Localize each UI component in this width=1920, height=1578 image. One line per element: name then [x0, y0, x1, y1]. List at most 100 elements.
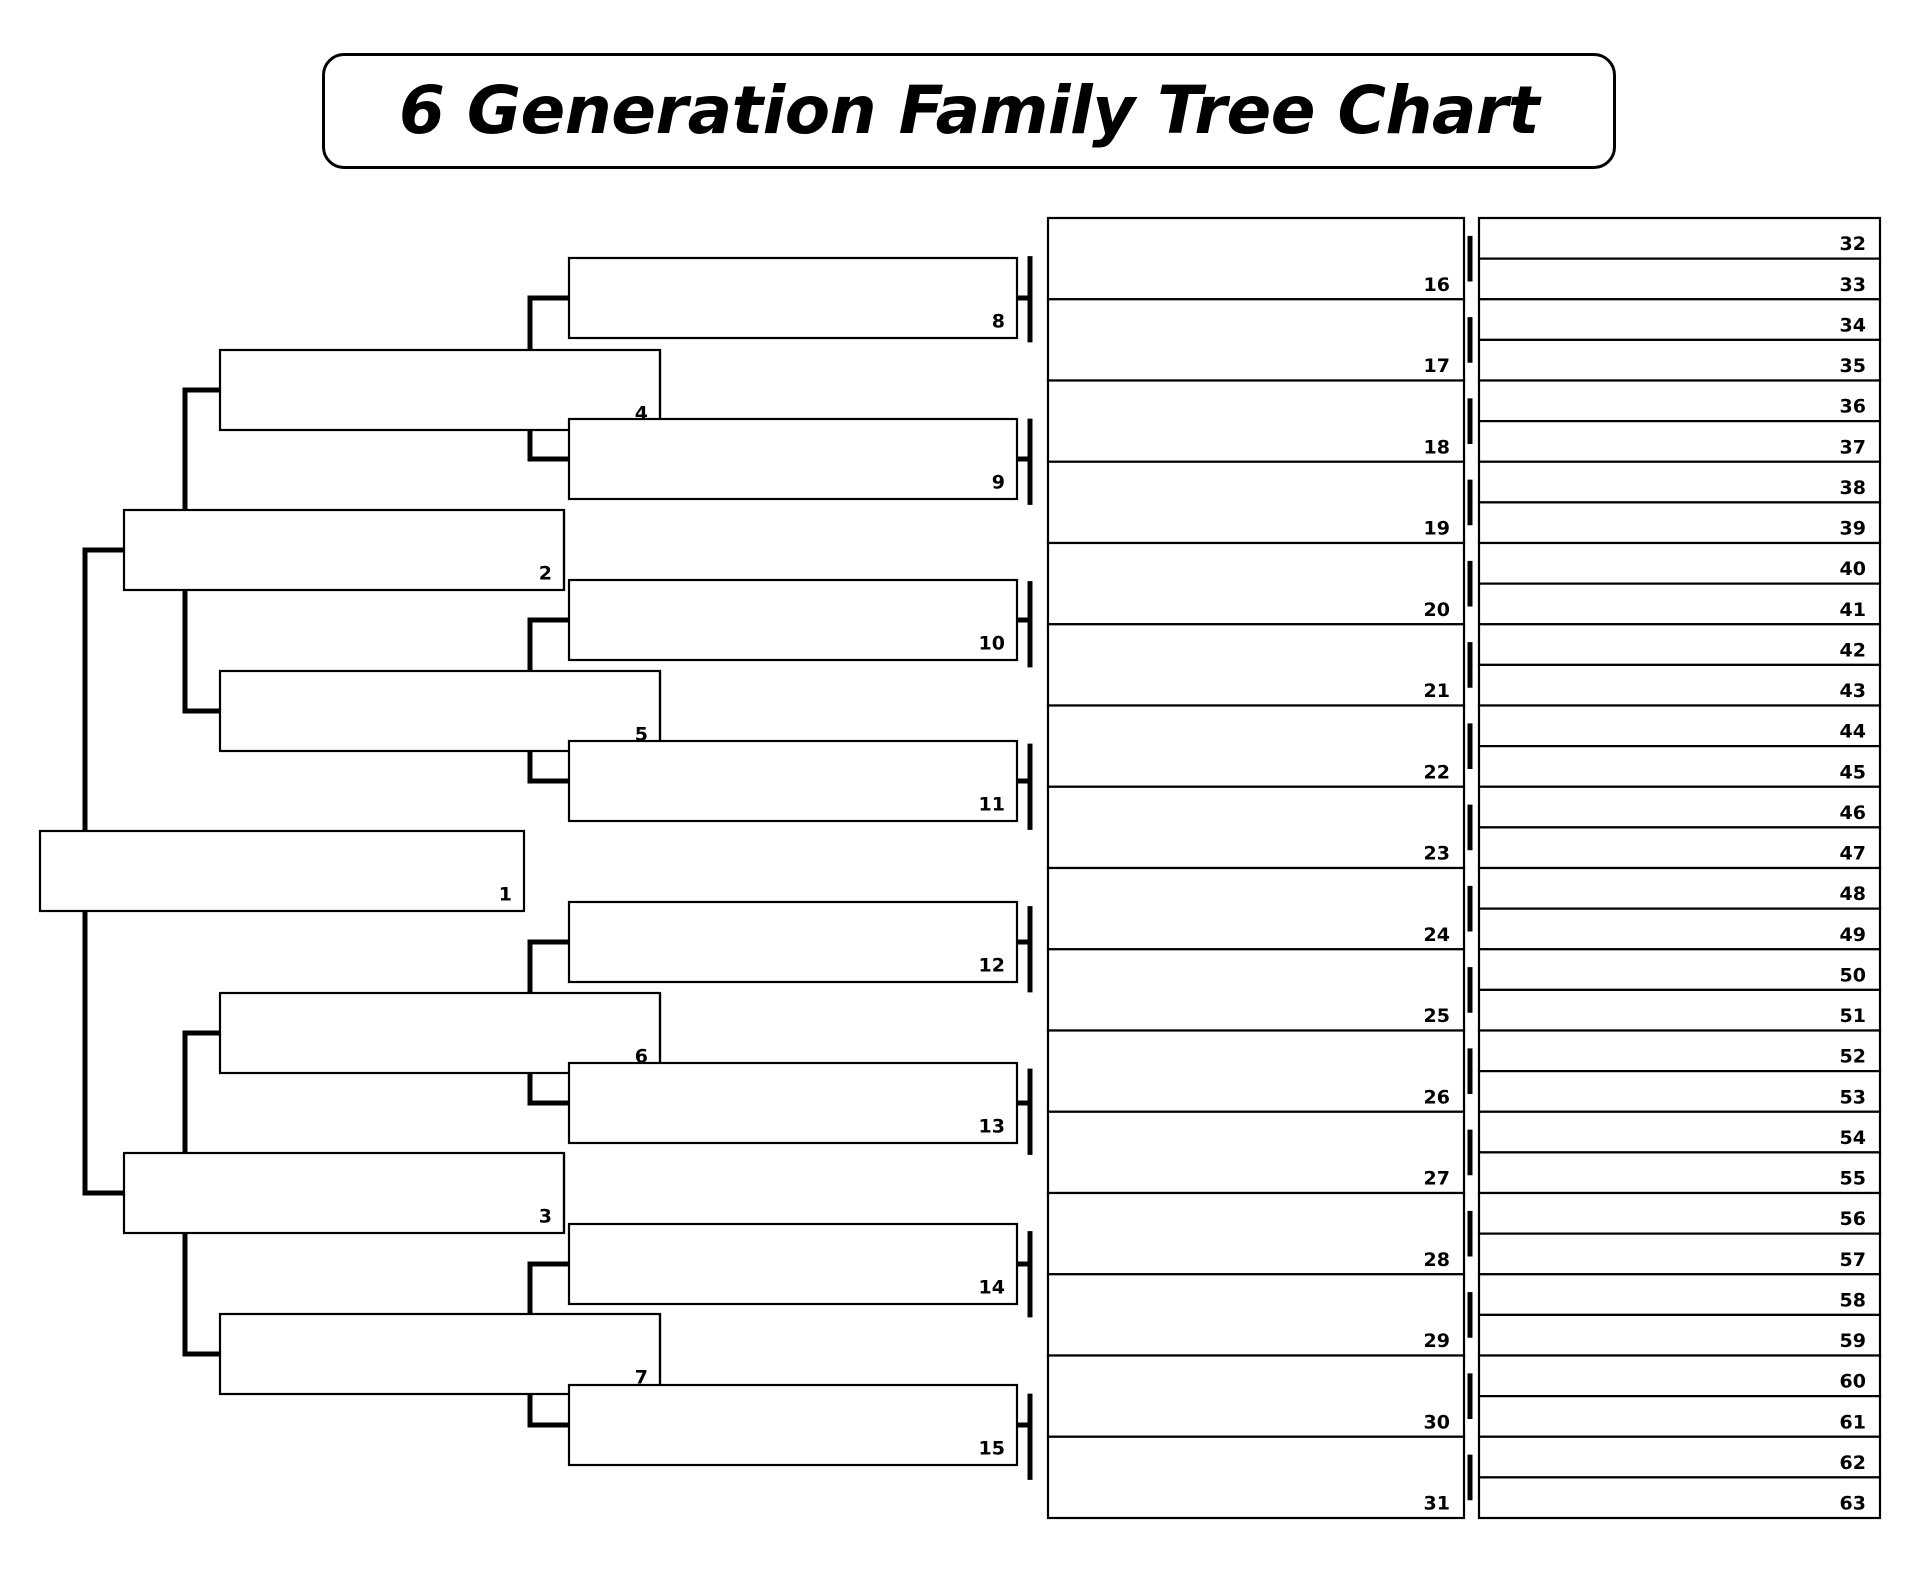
- gen6-box-62[interactable]: 62: [1477, 1435, 1882, 1479]
- gen5-box-26[interactable]: 26: [1046, 1029, 1466, 1113]
- box-outline-48[interactable]: [1477, 866, 1882, 910]
- box-outline-38[interactable]: [1477, 460, 1882, 504]
- box-outline-45[interactable]: [1477, 745, 1882, 788]
- gen6-box-48[interactable]: 48: [1477, 866, 1882, 910]
- gen5-box-28[interactable]: 28: [1046, 1191, 1466, 1276]
- gen6-box-42[interactable]: 42: [1477, 623, 1882, 666]
- gen6-box-45[interactable]: 45: [1477, 745, 1882, 788]
- gen6-box-58[interactable]: 58: [1477, 1273, 1882, 1316]
- gen4-box-15[interactable]: 15: [567, 1383, 1019, 1467]
- gen2-box-2[interactable]: 2: [122, 508, 566, 592]
- box-outline-31[interactable]: [1046, 1435, 1466, 1520]
- box-outline-55[interactable]: [1477, 1151, 1882, 1195]
- gen5-box-29[interactable]: 29: [1046, 1273, 1466, 1357]
- box-outline-9[interactable]: [567, 417, 1019, 501]
- box-outline-32[interactable]: [1477, 216, 1882, 260]
- gen6-box-37[interactable]: 37: [1477, 420, 1882, 463]
- gen6-box-36[interactable]: 36: [1477, 379, 1882, 423]
- gen4-box-8[interactable]: 8: [567, 256, 1019, 340]
- gen6-box-47[interactable]: 47: [1477, 826, 1882, 870]
- box-outline-47[interactable]: [1477, 826, 1882, 870]
- box-outline-15[interactable]: [567, 1383, 1019, 1467]
- box-outline-16[interactable]: [1046, 216, 1466, 301]
- gen6-box-46[interactable]: 46: [1477, 785, 1882, 829]
- box-outline-26[interactable]: [1046, 1029, 1466, 1113]
- gen5-box-16[interactable]: 16: [1046, 216, 1466, 301]
- box-outline-34[interactable]: [1477, 298, 1882, 341]
- gen4-box-9[interactable]: 9: [567, 417, 1019, 501]
- box-outline-25[interactable]: [1046, 948, 1466, 1032]
- gen6-box-50[interactable]: 50: [1477, 948, 1882, 991]
- box-outline-21[interactable]: [1046, 623, 1466, 707]
- gen5-box-20[interactable]: 20: [1046, 541, 1466, 626]
- box-outline-60[interactable]: [1477, 1354, 1882, 1398]
- box-outline-35[interactable]: [1477, 338, 1882, 382]
- box-outline-46[interactable]: [1477, 785, 1882, 829]
- gen6-box-32[interactable]: 32: [1477, 216, 1882, 260]
- box-outline-59[interactable]: [1477, 1313, 1882, 1357]
- box-outline-63[interactable]: [1477, 1476, 1882, 1520]
- gen6-box-39[interactable]: 39: [1477, 501, 1882, 545]
- box-outline-7[interactable]: [218, 1312, 662, 1396]
- box-outline-44[interactable]: [1477, 704, 1882, 748]
- gen4-box-14[interactable]: 14: [567, 1222, 1019, 1306]
- box-outline-52[interactable]: [1477, 1029, 1882, 1073]
- box-outline-20[interactable]: [1046, 541, 1466, 626]
- box-outline-14[interactable]: [567, 1222, 1019, 1306]
- box-outline-56[interactable]: [1477, 1191, 1882, 1235]
- gen5-box-25[interactable]: 25: [1046, 948, 1466, 1032]
- gen6-box-49[interactable]: 49: [1477, 907, 1882, 951]
- box-outline-51[interactable]: [1477, 988, 1882, 1032]
- gen5-box-22[interactable]: 22: [1046, 704, 1466, 788]
- gen3-box-5[interactable]: 5: [218, 669, 662, 753]
- box-outline-30[interactable]: [1046, 1354, 1466, 1438]
- gen5-box-30[interactable]: 30: [1046, 1354, 1466, 1438]
- gen1-box-1[interactable]: 1: [38, 829, 526, 913]
- gen5-box-18[interactable]: 18: [1046, 379, 1466, 463]
- box-outline-37[interactable]: [1477, 420, 1882, 463]
- gen6-box-40[interactable]: 40: [1477, 541, 1882, 585]
- gen3-box-6[interactable]: 6: [218, 991, 662, 1075]
- gen5-box-21[interactable]: 21: [1046, 623, 1466, 707]
- box-outline-10[interactable]: [567, 578, 1019, 662]
- gen5-box-31[interactable]: 31: [1046, 1435, 1466, 1520]
- box-outline-19[interactable]: [1046, 460, 1466, 545]
- gen6-box-35[interactable]: 35: [1477, 338, 1882, 382]
- gen6-box-52[interactable]: 52: [1477, 1029, 1882, 1073]
- box-outline-40[interactable]: [1477, 541, 1882, 585]
- box-outline-53[interactable]: [1477, 1070, 1882, 1113]
- box-outline-50[interactable]: [1477, 948, 1882, 991]
- box-outline-43[interactable]: [1477, 663, 1882, 707]
- gen6-box-61[interactable]: 61: [1477, 1395, 1882, 1438]
- box-outline-11[interactable]: [567, 739, 1019, 823]
- box-outline-8[interactable]: [567, 256, 1019, 340]
- gen6-box-51[interactable]: 51: [1477, 988, 1882, 1032]
- box-outline-49[interactable]: [1477, 907, 1882, 951]
- gen5-box-23[interactable]: 23: [1046, 785, 1466, 870]
- box-outline-42[interactable]: [1477, 623, 1882, 666]
- box-outline-17[interactable]: [1046, 298, 1466, 382]
- gen5-box-17[interactable]: 17: [1046, 298, 1466, 382]
- gen5-box-24[interactable]: 24: [1046, 866, 1466, 951]
- box-outline-5[interactable]: [218, 669, 662, 753]
- box-outline-1[interactable]: [38, 829, 526, 913]
- box-outline-6[interactable]: [218, 991, 662, 1075]
- box-outline-24[interactable]: [1046, 866, 1466, 951]
- box-outline-12[interactable]: [567, 900, 1019, 984]
- gen4-box-12[interactable]: 12: [567, 900, 1019, 984]
- gen6-box-59[interactable]: 59: [1477, 1313, 1882, 1357]
- box-outline-27[interactable]: [1046, 1110, 1466, 1195]
- box-outline-3[interactable]: [122, 1151, 566, 1235]
- gen6-box-33[interactable]: 33: [1477, 257, 1882, 301]
- box-outline-29[interactable]: [1046, 1273, 1466, 1357]
- box-outline-33[interactable]: [1477, 257, 1882, 301]
- gen4-box-11[interactable]: 11: [567, 739, 1019, 823]
- gen3-box-4[interactable]: 4: [218, 348, 662, 432]
- gen2-box-3[interactable]: 3: [122, 1151, 566, 1235]
- box-outline-54[interactable]: [1477, 1110, 1882, 1154]
- box-outline-23[interactable]: [1046, 785, 1466, 870]
- box-outline-2[interactable]: [122, 508, 566, 592]
- gen6-box-60[interactable]: 60: [1477, 1354, 1882, 1398]
- box-outline-22[interactable]: [1046, 704, 1466, 788]
- gen6-box-43[interactable]: 43: [1477, 663, 1882, 707]
